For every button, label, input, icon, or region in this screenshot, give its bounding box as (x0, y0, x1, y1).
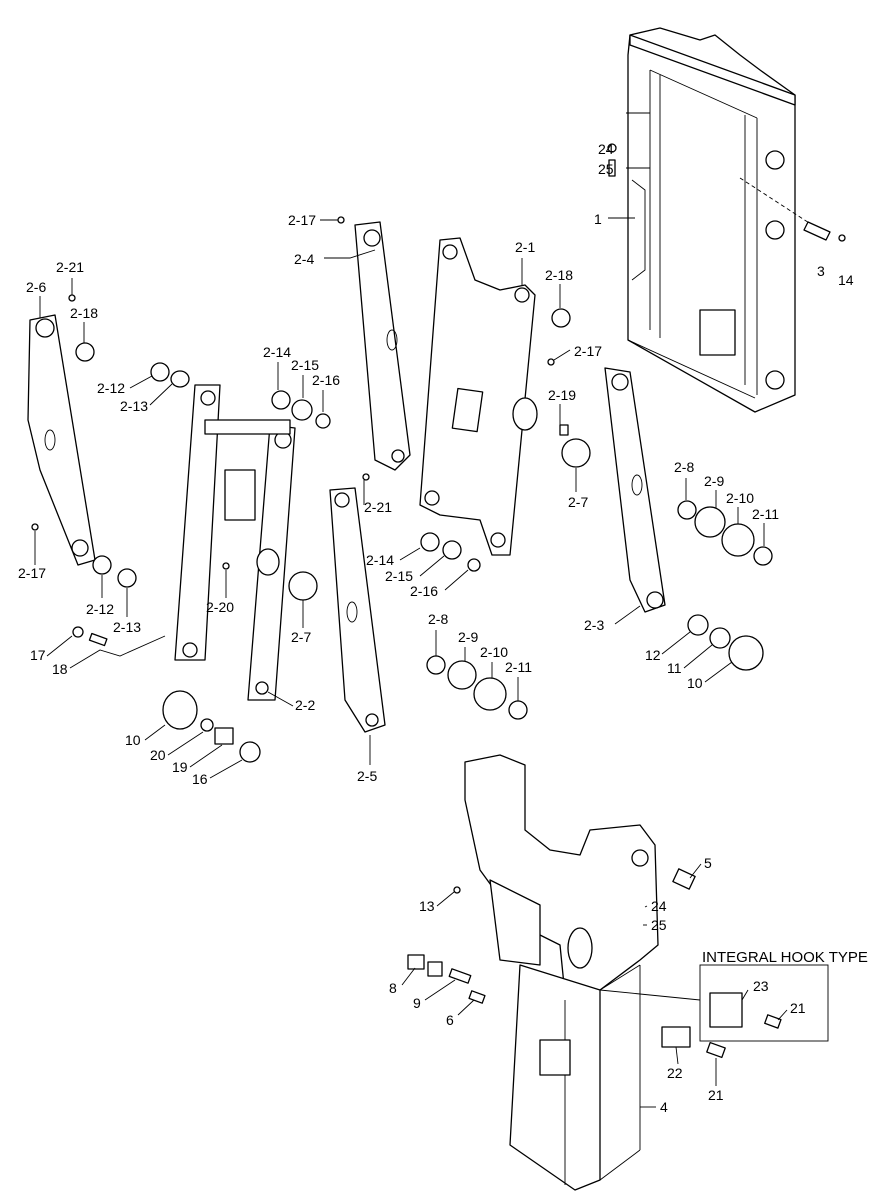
callout-label: 2-20 (206, 599, 234, 615)
part-pin-3 (803, 221, 846, 242)
callout-label: 1 (594, 211, 602, 227)
leader-lines (34, 219, 788, 1108)
callout-label: 2-17 (288, 212, 316, 228)
callout-label: 18 (52, 661, 68, 677)
callout-label: 2-2 (295, 697, 315, 713)
callout-label: 2-18 (545, 267, 573, 283)
callout-label: 2-21 (56, 259, 84, 275)
small-parts (31, 143, 773, 1059)
callout-label: 2-14 (366, 552, 394, 568)
callout-label: 23 (753, 978, 769, 994)
callout-label: 2-14 (263, 344, 291, 360)
callout-label: 5 (704, 855, 712, 871)
callout-label: 2-11 (752, 506, 779, 522)
inset-title: INTEGRAL HOOK TYPE (702, 949, 868, 966)
callout-label: 17 (30, 647, 46, 663)
callout-label: 9 (413, 995, 421, 1011)
callout-label: 21 (708, 1087, 724, 1103)
callout-label: 24 (651, 898, 667, 914)
callout-label: 6 (446, 1012, 454, 1028)
callout-label: 2-9 (704, 473, 724, 489)
callout-label: 11 (667, 660, 682, 676)
callout-label: 3 (817, 263, 825, 279)
callout-label: 13 (419, 898, 435, 914)
callout-label: 2-1 (515, 239, 535, 255)
callout-label: 2-11 (505, 659, 532, 675)
callout-label: 2-19 (548, 387, 576, 403)
callout-label: 2-3 (584, 617, 604, 633)
callout-label: 2-12 (86, 601, 114, 617)
part-link-center (174, 384, 291, 661)
callout-label: 20 (150, 747, 166, 763)
callout-label: 2-7 (291, 629, 311, 645)
callout-label: 2-8 (428, 611, 448, 627)
callout-label: 2-18 (70, 305, 98, 321)
part-link-2-5 (329, 487, 386, 733)
callout-label: 2-5 (357, 768, 377, 784)
callout-label: 2-13 (120, 398, 148, 414)
part-link-2-2 (247, 424, 296, 701)
callout-label: 2-6 (26, 279, 46, 295)
callout-label: 2-9 (458, 629, 478, 645)
callout-label: 22 (667, 1065, 683, 1081)
callout-label: 2-15 (291, 357, 319, 373)
callout-label: 2-10 (480, 644, 508, 660)
callout-label: 2-16 (410, 583, 438, 599)
part-plate-2-1 (419, 237, 538, 556)
callout-label: 16 (192, 771, 208, 787)
callout-label: 2-17 (18, 565, 46, 581)
callout-label: 2-12 (97, 380, 125, 396)
callout-label: 2-4 (294, 251, 314, 267)
part-frame (608, 27, 821, 413)
callout-label: 12 (645, 647, 661, 663)
callout-label: 2-7 (568, 494, 588, 510)
inset-integral-hook (599, 964, 829, 1042)
callout-labels: INTEGRAL HOOK TYPE 24 25 1 3 14 2-17 2-4… (18, 141, 868, 1115)
part-link-2-6 (27, 314, 96, 566)
callout-label: 10 (125, 732, 141, 748)
callout-label: 24 (598, 141, 614, 157)
callout-label: 2-17 (574, 343, 602, 359)
part-carriage (464, 754, 659, 1191)
part-link-2-4 (354, 221, 411, 471)
callout-label: 2-21 (364, 499, 392, 515)
callout-label: 10 (687, 675, 703, 691)
callout-label: 4 (660, 1099, 668, 1115)
callout-label: 8 (389, 980, 397, 996)
callout-label: 2-8 (674, 459, 694, 475)
part-link-2-3 (604, 367, 666, 613)
callout-label: 2-16 (312, 372, 340, 388)
callout-label: 2-10 (726, 490, 754, 506)
callout-label: 19 (172, 759, 188, 775)
callout-label: 25 (651, 917, 667, 933)
callout-label: 25 (598, 161, 614, 177)
callout-label: 2-15 (385, 568, 413, 584)
callout-label: 14 (838, 272, 854, 288)
callout-label: 21 (790, 1000, 806, 1016)
callout-label: 2-13 (113, 619, 141, 635)
